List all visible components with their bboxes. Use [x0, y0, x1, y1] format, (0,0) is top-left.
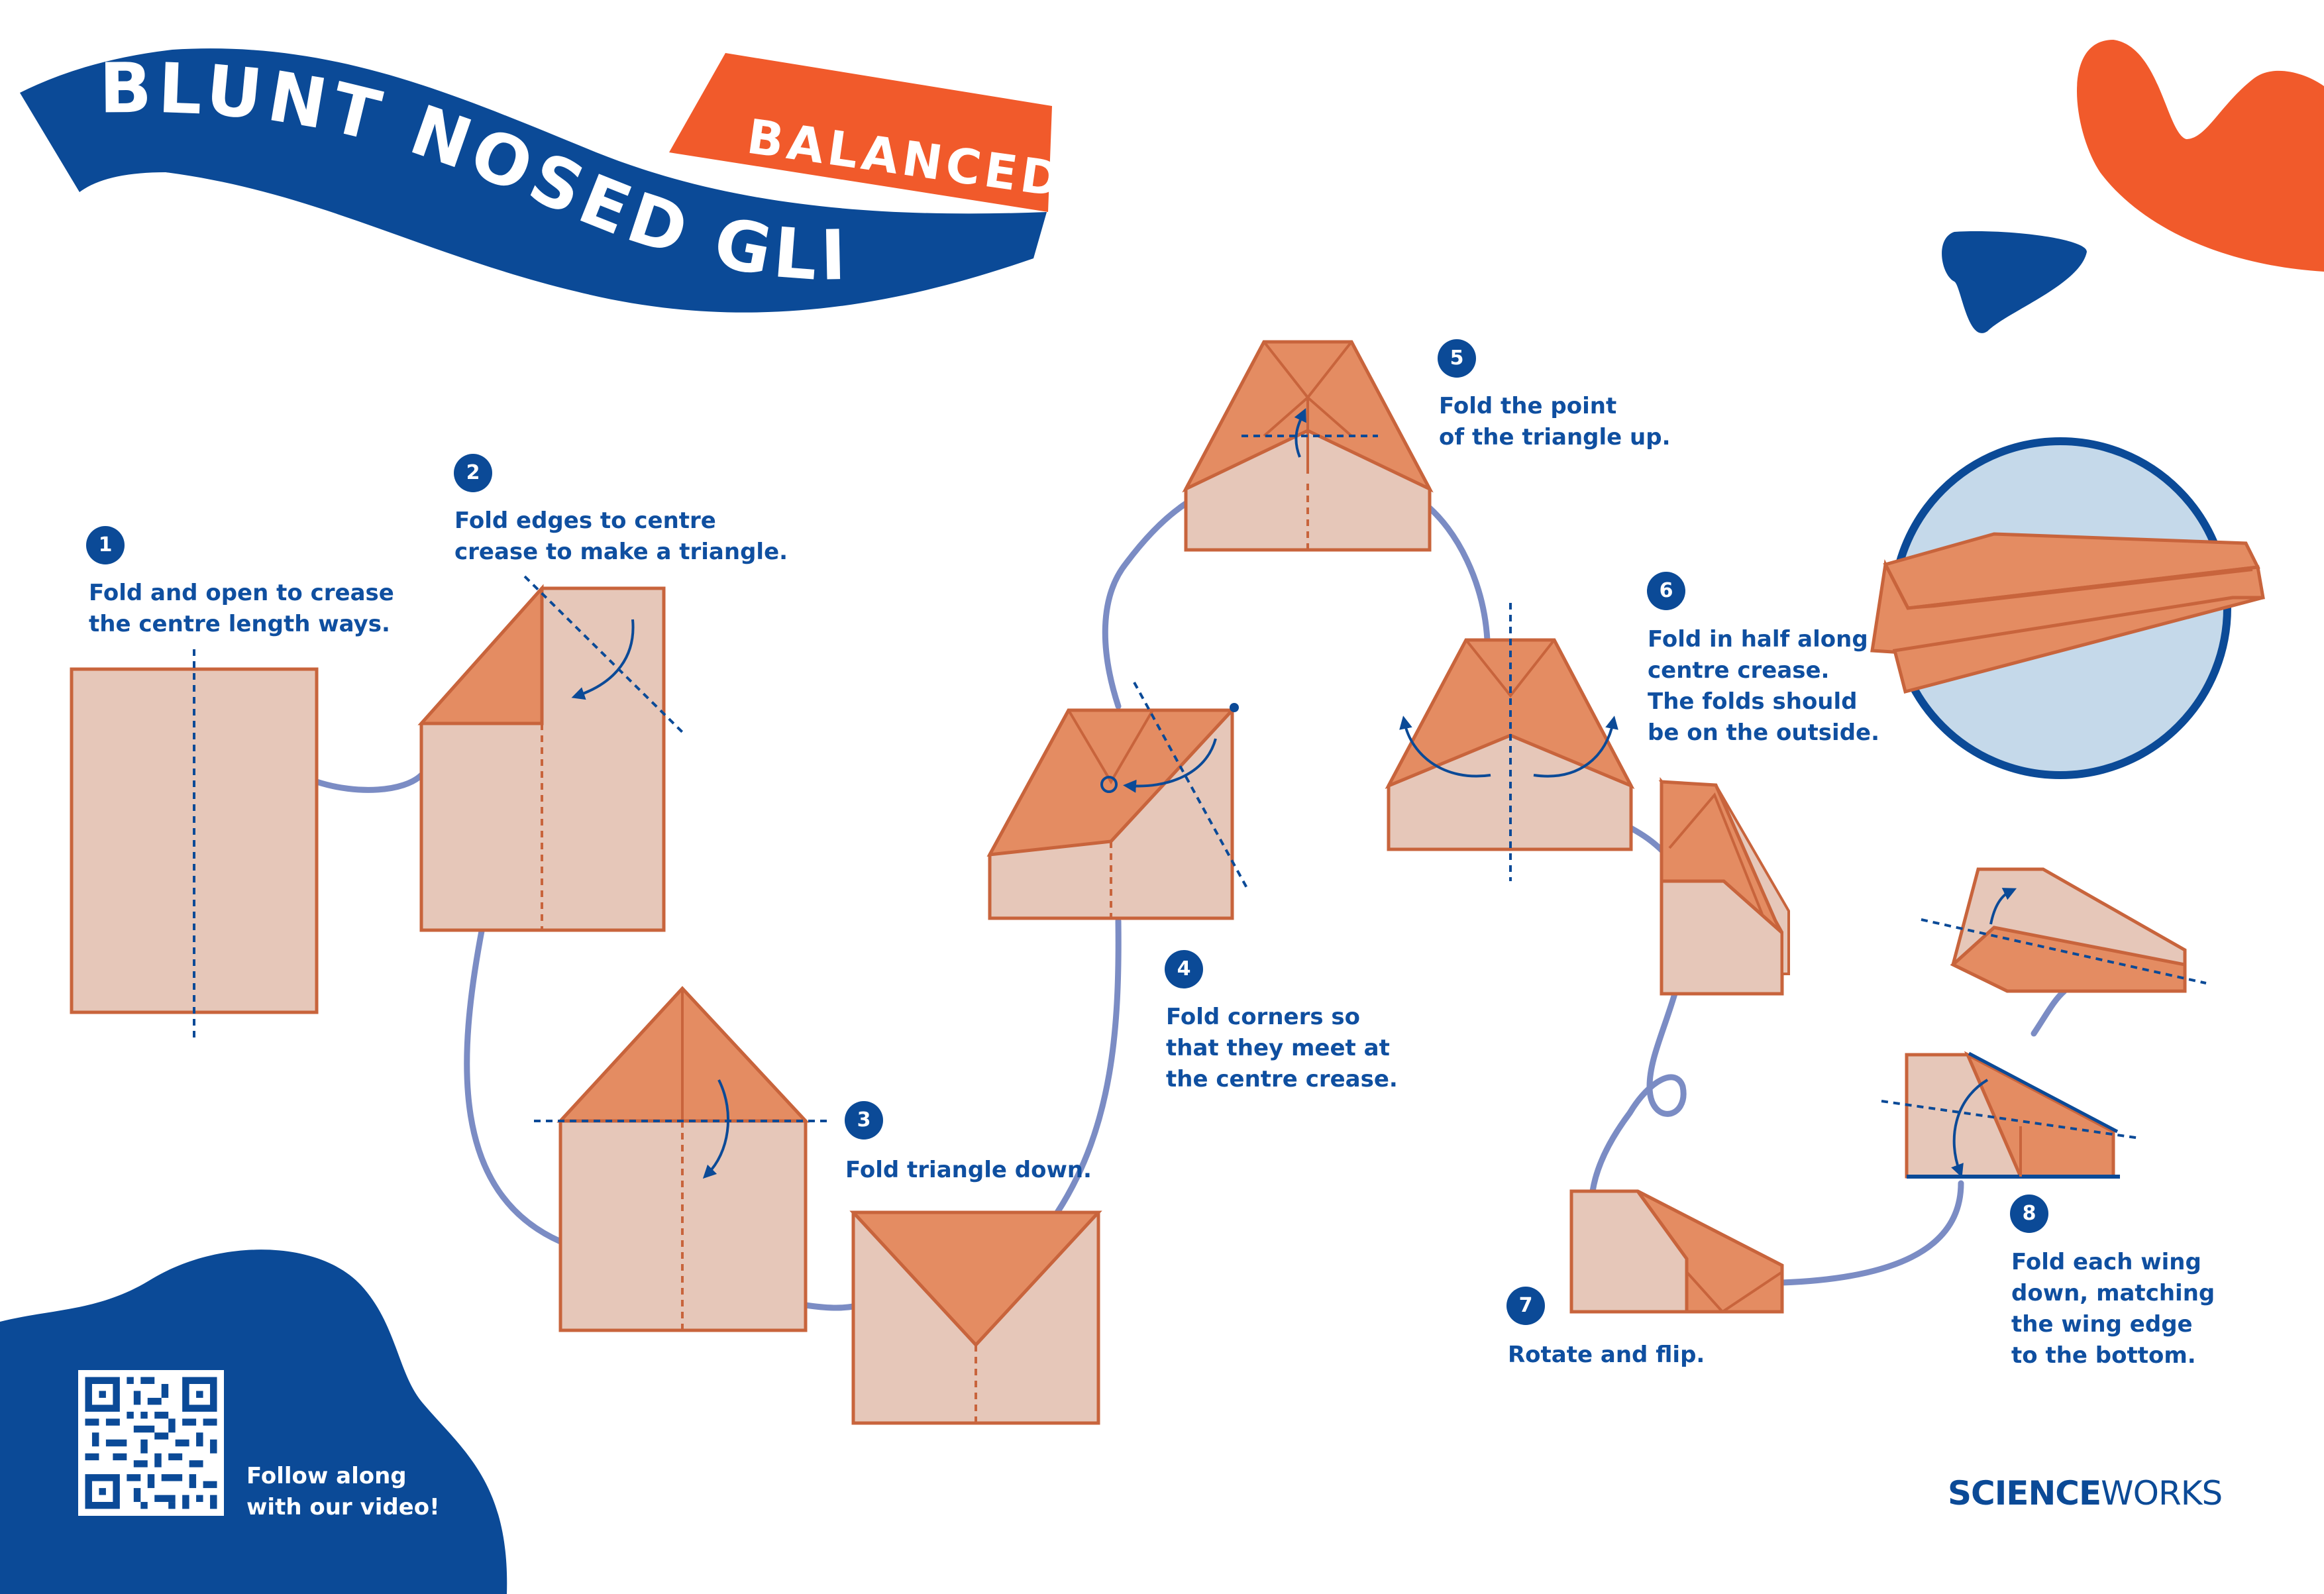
step-8-illustration	[1881, 1051, 2140, 1179]
step-path	[313, 500, 2068, 1311]
title-banner: BLUNT NOSED GLIDER BALANCED	[0, 0, 1068, 313]
step-7-illustration	[1569, 1189, 1784, 1314]
step-2-badge: 2	[454, 454, 492, 492]
step-6-result-illustration	[1658, 776, 1790, 996]
step-4-illustration	[986, 682, 1248, 920]
banner-orange	[669, 53, 1052, 212]
banner-blue	[20, 48, 1047, 313]
step-7-instruction: Rotate and flip.	[1508, 1342, 1705, 1368]
brand-regular: WORKS	[2101, 1474, 2223, 1513]
step-3-instruction: Fold triangle down.	[845, 1157, 1092, 1183]
decorative-blob-blue	[1942, 231, 2087, 333]
decorative-blob-footer	[0, 1249, 507, 1594]
step-6-badge: 6	[1647, 572, 1685, 610]
step-7-badge: 7	[1506, 1287, 1545, 1325]
step-2-illustration	[417, 575, 684, 932]
finished-glider-illustration	[1870, 437, 2265, 779]
step-3-result-illustration	[849, 1210, 1102, 1425]
step-4-badge: 4	[1165, 950, 1203, 988]
step-6-illustration	[1385, 603, 1635, 881]
qr-code-icon[interactable]	[78, 1370, 224, 1516]
step-3-badge: 3	[845, 1101, 883, 1140]
brand-logo: SCIENCEWORKS	[1948, 1474, 2223, 1513]
decorative-blob-orange	[2077, 40, 2324, 272]
step-8-badge: 8	[2010, 1195, 2048, 1233]
step-3-illustration	[534, 986, 832, 1332]
step-8-result-illustration	[1921, 867, 2207, 993]
brand-bold: SCIENCE	[1948, 1474, 2101, 1513]
qr-code-graphic	[78, 1370, 224, 1516]
step-1-badge: 1	[86, 526, 125, 564]
step-1-illustration	[70, 649, 319, 1039]
step-5-badge: 5	[1438, 339, 1476, 378]
step-5-illustration	[1182, 340, 1434, 552]
